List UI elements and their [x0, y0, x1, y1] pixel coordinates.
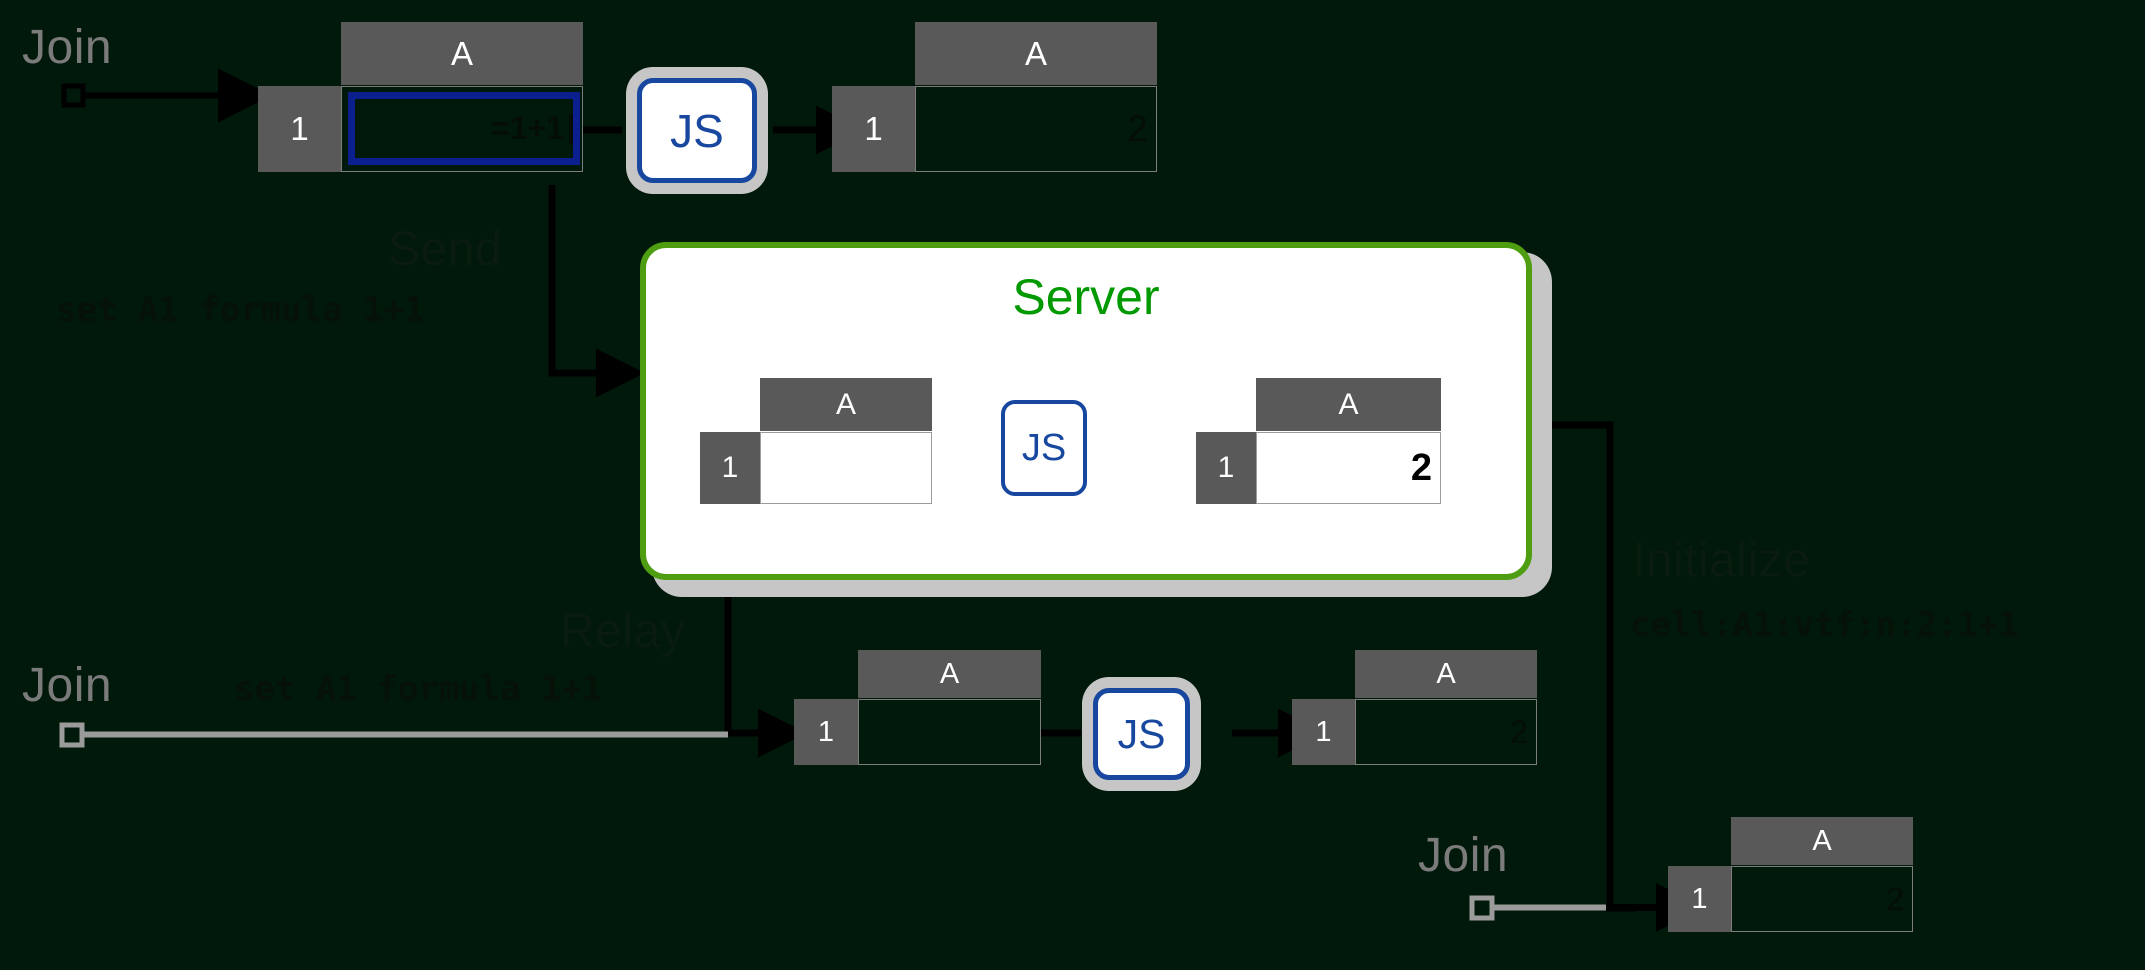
client-top-js-badge: JS — [637, 78, 757, 183]
client-top-output-sheet: A 1 2 — [832, 22, 1157, 177]
row-header-1: 1 — [832, 86, 915, 172]
cell-a1-value-text: 2 — [1127, 108, 1148, 149]
join-label-bottom: Join — [1418, 829, 1509, 882]
cell-a1-value-text: 2 — [1886, 880, 1904, 917]
cell-a1-formula-text: =1+1 — [491, 110, 564, 146]
cell-a1-value-text: 2 — [1410, 446, 1432, 489]
cell-a1-value[interactable]: 2 — [1256, 432, 1441, 504]
client-initialized-sheet: A 1 2 — [1668, 817, 1913, 937]
join-handle-top — [61, 83, 86, 108]
column-header-a: A — [1355, 650, 1537, 698]
row-header-1: 1 — [1292, 699, 1355, 765]
column-header-a: A — [341, 22, 583, 85]
cell-a1-editing[interactable]: =1+1 — [348, 92, 580, 165]
cell-a1-value[interactable] — [760, 432, 932, 504]
relay-payload-label: set A1 formula 1+1 — [234, 669, 603, 709]
relay-label: Relay — [560, 605, 686, 658]
client-bottom-js-badge: JS — [1093, 688, 1190, 780]
send-arrow — [548, 185, 645, 398]
initialize-payload-label: cell:A1:vtf:n:2:1+1 — [1630, 605, 2019, 645]
row-header-1: 1 — [1196, 432, 1256, 504]
cell-a1-backdrop — [341, 86, 583, 172]
row-header-1: 1 — [794, 699, 858, 765]
row-header-1: 1 — [258, 86, 341, 172]
cell-a1-value[interactable]: 2 — [1355, 699, 1537, 765]
text-caret — [569, 113, 573, 144]
row-header-1: 1 — [1668, 866, 1731, 932]
cell-a1-value[interactable] — [858, 699, 1041, 765]
column-header-a: A — [1256, 378, 1441, 431]
send-payload-label: set A1 formula 1+1 — [56, 290, 425, 330]
cell-a1-value[interactable]: 2 — [915, 86, 1157, 172]
send-label: Send — [388, 223, 503, 276]
column-header-a: A — [1731, 817, 1913, 865]
column-header-a: A — [915, 22, 1157, 85]
column-header-a: A — [760, 378, 932, 431]
client-bottom-output-sheet: A 1 2 — [1292, 650, 1537, 770]
join-handle-bottom — [1469, 895, 1495, 921]
server-js-badge: JS — [1001, 400, 1087, 496]
server-title: Server — [1012, 269, 1160, 325]
server-output-sheet: A 1 2 — [1196, 378, 1441, 518]
join-label-middle: Join — [22, 659, 113, 712]
row-header-1: 1 — [700, 432, 760, 504]
client-top-input-sheet: A 1 =1+1 — [258, 22, 583, 177]
join-handle-middle — [59, 722, 85, 748]
cell-a1-value[interactable]: 2 — [1731, 866, 1913, 932]
column-header-a: A — [858, 650, 1041, 698]
cell-a1-value-text: 2 — [1510, 713, 1528, 750]
join-label-top: Join — [22, 21, 113, 74]
initialize-label: Initialize — [1632, 534, 1811, 587]
relay-arrow — [724, 592, 807, 758]
server-input-sheet: A 1 — [700, 378, 932, 518]
client-bottom-input-sheet: A 1 — [794, 650, 1041, 770]
